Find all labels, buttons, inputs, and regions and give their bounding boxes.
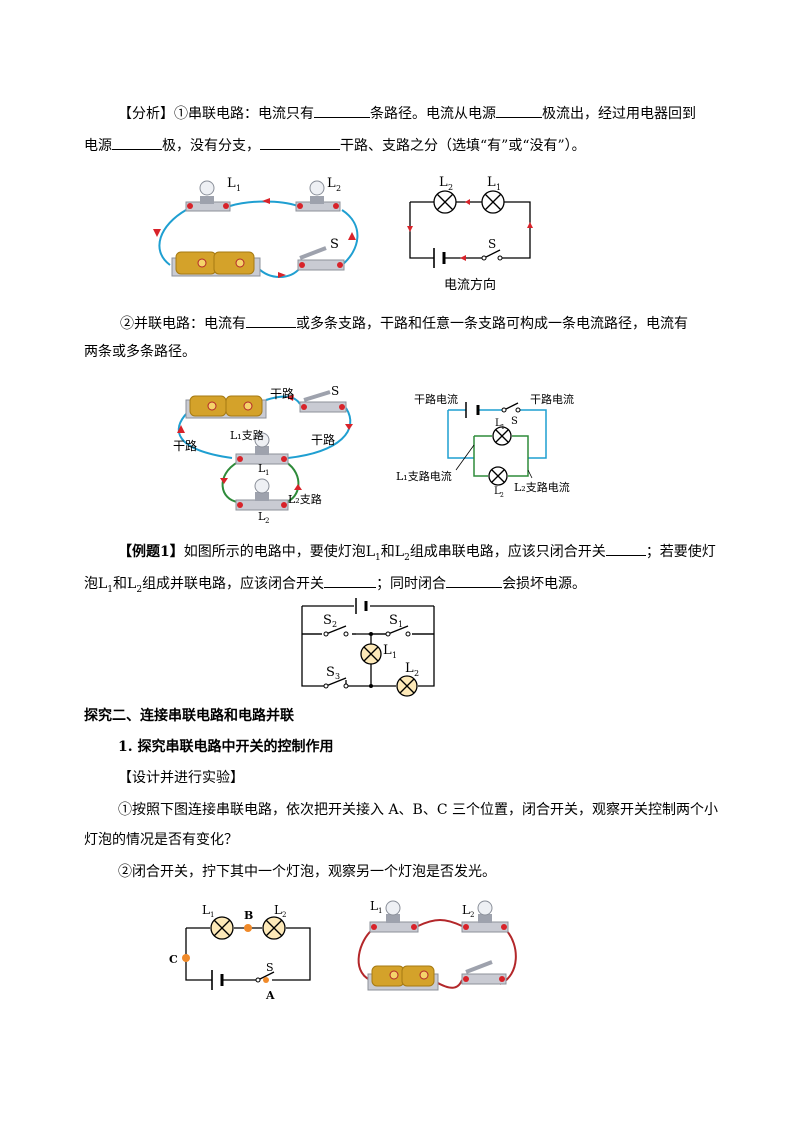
svg-text:3: 3 [335, 672, 340, 681]
example1-tag: 【例题1】 [118, 544, 184, 560]
svg-text:L: L [494, 486, 501, 497]
svg-text:S: S [511, 416, 518, 427]
svg-text:L: L [495, 418, 502, 429]
design-heading: 【设计并进行实验】 [118, 770, 244, 786]
parallel-line-2: 两条或多条路径。 [84, 344, 196, 360]
svg-text:L₂支路: L₂支路 [288, 493, 322, 506]
svg-text:L₁支路电流: L₁支路电流 [396, 469, 452, 483]
svg-text:2: 2 [500, 492, 504, 499]
svg-text:1: 1 [392, 651, 397, 660]
svg-text:L: L [439, 175, 448, 190]
answer-blank[interactable] [314, 102, 370, 118]
answer-blank[interactable] [496, 102, 542, 118]
svg-text:C: C [169, 953, 178, 966]
svg-text:B: B [244, 909, 253, 922]
svg-text:L: L [258, 510, 266, 523]
svg-text:2: 2 [332, 620, 337, 629]
svg-text:1: 1 [398, 620, 403, 629]
step1-line-1: ①按照下图连接串联电路，依次把开关接入 A、B、C 三个位置，闭合开关，观察开关… [118, 802, 719, 818]
svg-text:干路电流: 干路电流 [530, 392, 574, 406]
svg-text:1: 1 [501, 424, 505, 431]
svg-text:S: S [488, 237, 496, 251]
svg-text:1: 1 [496, 183, 501, 192]
series-photo-arrows [153, 198, 356, 278]
example1-line-1: 【例题1】如图所示的电路中，要使灯泡L1和L2组成串联电路，应该只闭合开关；若要… [118, 540, 716, 568]
svg-text:L: L [487, 175, 496, 190]
answer-blank[interactable] [324, 572, 377, 588]
svg-text:干路: 干路 [173, 438, 197, 453]
svg-text:1: 1 [265, 469, 269, 477]
section2-title: 探究二、连接串联电路和电路并联 [84, 708, 294, 724]
svg-text:A: A [265, 989, 275, 1002]
label-s: S [330, 237, 339, 252]
svg-text:S: S [389, 613, 398, 628]
svg-text:干路: 干路 [311, 432, 335, 447]
step1-line-2: 灯泡的情况是否有变化？ [84, 832, 238, 848]
answer-blank[interactable] [260, 134, 340, 150]
section2-item1: 1. 探究串联电路中开关的控制作用 [118, 739, 334, 755]
label-l1: L [227, 176, 236, 191]
svg-text:2: 2 [414, 669, 419, 678]
svg-text:S: S [331, 384, 339, 398]
analysis-tag: 【分析】 [118, 106, 174, 122]
svg-text:L: L [258, 462, 266, 475]
svg-text:S: S [323, 613, 332, 628]
svg-text:2: 2 [282, 911, 286, 919]
svg-text:2: 2 [336, 184, 341, 193]
step2: ②闭合开关，拧下其中一个灯泡，观察另一个灯泡是否发光。 [118, 864, 496, 880]
analysis-line-2: 电源极，没有分支，干路、支路之分（选填“有”或“没有”）。 [84, 134, 586, 156]
answer-blank[interactable] [112, 134, 162, 150]
svg-text:1: 1 [210, 911, 214, 919]
svg-text:S: S [266, 961, 274, 974]
example1-line-2: 泡L1和L2组成并联电路，应该闭合开关；同时闭合会损坏电源。 [84, 572, 586, 600]
svg-text:L: L [370, 899, 378, 913]
parallel-line-1: ②并联电路：电流有或多条支路，干路和任意一条支路可构成一条电流路径，电流有 [120, 312, 688, 334]
svg-text:2: 2 [470, 911, 474, 919]
svg-text:L: L [274, 903, 282, 917]
svg-text:L: L [383, 643, 392, 658]
svg-text:L: L [405, 661, 414, 676]
svg-text:L₁支路: L₁支路 [230, 429, 264, 442]
svg-text:S: S [326, 665, 335, 680]
svg-text:L₂支路电流: L₂支路电流 [514, 480, 570, 494]
label-l2: L [327, 176, 336, 191]
caption-current-direction: 电流方向 [444, 277, 496, 293]
svg-text:干路电流: 干路电流 [414, 392, 458, 406]
svg-text:1: 1 [378, 907, 382, 915]
svg-text:干路: 干路 [270, 386, 294, 401]
answer-blank[interactable] [605, 540, 646, 556]
svg-text:L: L [202, 903, 210, 917]
svg-text:1: 1 [236, 184, 241, 193]
analysis-line-1: 【分析】①串联电路：电流只有条路径。电流从电源极流出，经过用电器回到 [118, 102, 696, 124]
answer-blank[interactable] [446, 572, 503, 588]
svg-text:2: 2 [265, 517, 269, 525]
svg-text:L: L [462, 903, 470, 917]
answer-blank[interactable] [246, 312, 296, 328]
svg-text:2: 2 [448, 183, 453, 192]
